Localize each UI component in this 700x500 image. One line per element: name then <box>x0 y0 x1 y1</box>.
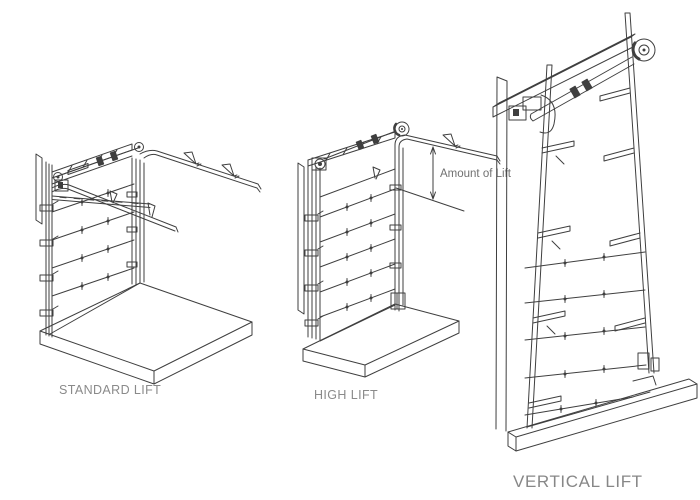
high-lift-label: HIGH LIFT <box>314 388 379 402</box>
floor-slab <box>302 303 460 378</box>
high-lift-drawing <box>297 121 501 378</box>
amount-of-lift-arrow <box>395 146 465 212</box>
amount-of-lift-annotation: Amount of Lift <box>440 168 511 180</box>
door-panels <box>524 251 651 428</box>
right-horizontal-track <box>139 149 262 193</box>
high-lift-horizontal-track <box>394 133 501 165</box>
left-vertical-track <box>39 161 59 338</box>
standard-lift-drawing <box>35 142 262 385</box>
standard-lift-label: STANDARD LIFT <box>59 383 162 397</box>
torsion-shaft-assembly <box>307 121 410 171</box>
floor-slab <box>39 282 253 385</box>
door-panels <box>49 155 141 335</box>
left-horizontal-track <box>51 183 179 233</box>
torsion-shaft-assembly <box>508 38 656 134</box>
vertical-lift-label: VERTICAL LIFT <box>513 472 643 491</box>
wall-edge <box>35 153 43 225</box>
header-bar <box>492 33 636 118</box>
right-vertical-track <box>126 157 145 286</box>
wall-edge <box>495 76 508 432</box>
door-panels <box>319 166 396 342</box>
left-vertical-track <box>304 164 324 341</box>
top-section-strut <box>51 190 151 208</box>
torsion-shaft-assembly <box>51 142 144 192</box>
floor-slab <box>507 378 698 452</box>
vertical-lift-drawing <box>492 12 698 452</box>
left-vertical-track <box>526 64 575 429</box>
right-vertical-track <box>599 12 660 386</box>
wall-edge <box>297 162 305 315</box>
